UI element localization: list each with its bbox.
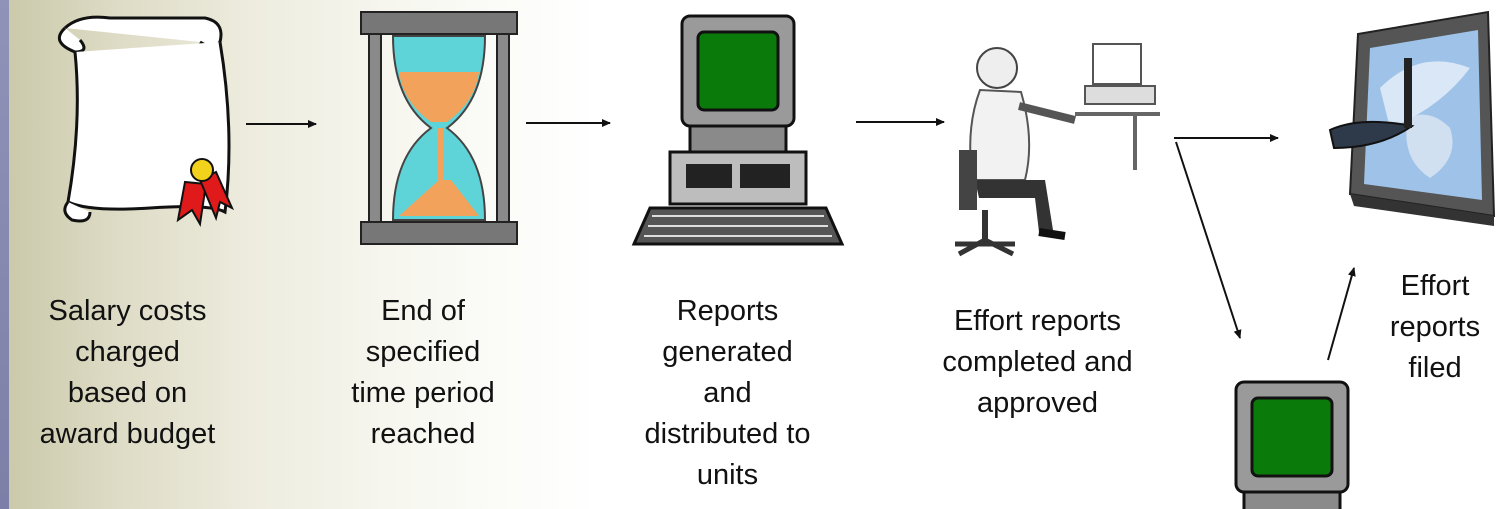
- computer-terminal-icon: [630, 12, 845, 248]
- computer-terminal-icon: [1220, 378, 1368, 509]
- slide-left-edge: [0, 0, 9, 509]
- hourglass-icon: [355, 10, 525, 250]
- step-label-effort-completed: Effort reports completed and approved: [942, 305, 1133, 419]
- step-label-effort-filed: Effort reports filed: [1389, 270, 1481, 384]
- arrow-branch-down: [1175, 141, 1242, 339]
- step-label-reports-generated: Reports generated and distributed to uni…: [644, 295, 811, 491]
- monitor-filing-icon: [1320, 8, 1498, 234]
- scroll-certificate-icon: [20, 12, 245, 234]
- arrow-branch-up: [1327, 267, 1356, 361]
- step-label-salary-costs: Salary costs charged based on award budg…: [39, 295, 216, 450]
- person-at-desk-icon: [935, 30, 1165, 260]
- step-label-end-of-period: End of specified time period reached: [351, 295, 495, 450]
